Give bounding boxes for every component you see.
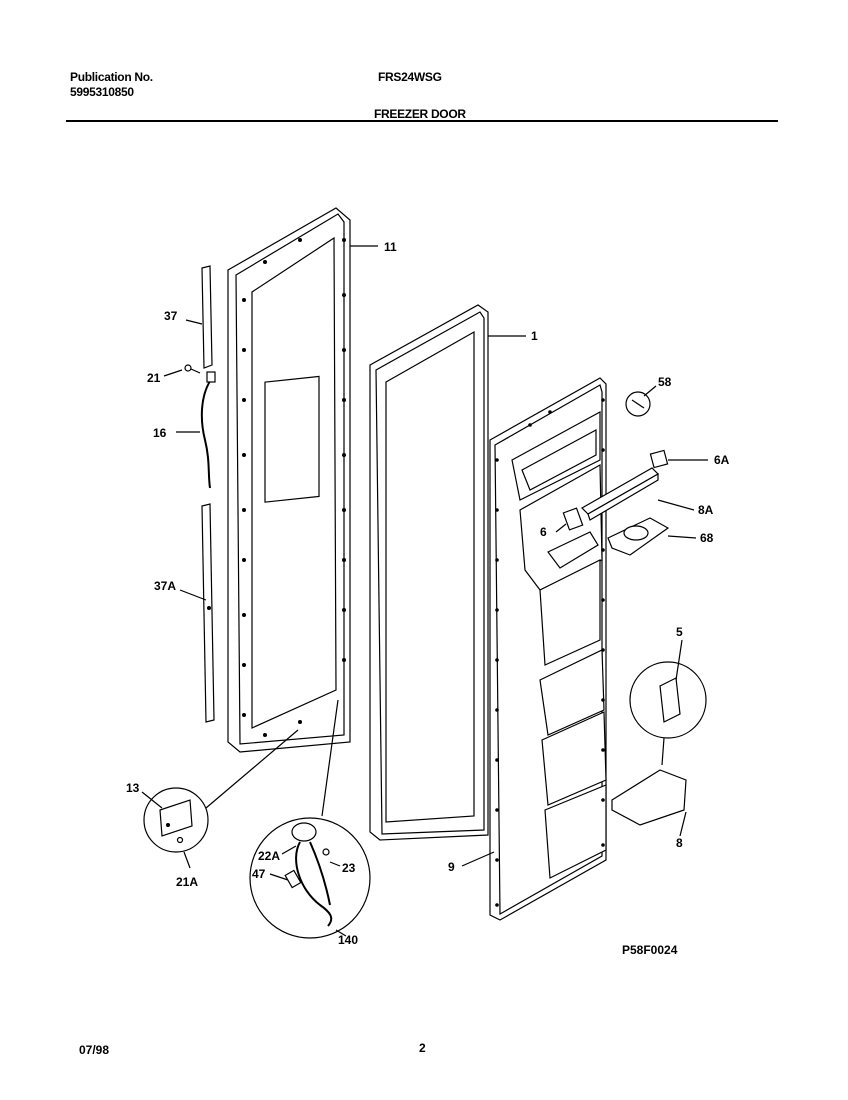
bar-8A: [581, 467, 659, 521]
detail-circle-wiring: [249, 699, 371, 939]
publication-label: Publication No.: [70, 70, 153, 84]
door-gasket: [369, 304, 489, 841]
footer-date: 07/98: [79, 1043, 109, 1057]
callout-8: 8: [676, 836, 683, 850]
callout-37A: 37A: [154, 579, 176, 593]
callout-1: 1: [531, 329, 538, 343]
detail-circle-bracket: [611, 661, 707, 826]
switch-68: [607, 517, 670, 556]
detail-circle-hinge: [143, 729, 299, 853]
trim-strip-37: [201, 265, 213, 369]
wire-harness-16: [200, 371, 216, 489]
callout-11: 11: [384, 240, 397, 254]
callout-5: 5: [676, 625, 683, 639]
header-rule: [66, 120, 778, 122]
callout-22A: 22A: [258, 849, 280, 863]
clip-6A: [649, 449, 669, 469]
callout-21: 21: [147, 371, 161, 385]
callout-21A: 21A: [176, 875, 198, 889]
publication-number: 5995310850: [70, 85, 134, 99]
callout-23: 23: [342, 861, 356, 875]
actuator-6: [562, 507, 584, 531]
callout-6A: 6A: [714, 453, 730, 467]
callout-16: 16: [153, 426, 167, 440]
inner-door-liner: [489, 377, 607, 921]
callout-140: 140: [338, 933, 358, 947]
callout-37: 37: [164, 309, 178, 323]
model-number: FRS24WSG: [378, 70, 442, 84]
callout-labels: 11 37 21 16 37A 1 58 6A 8A 6 68 5 8 9 13…: [126, 240, 730, 947]
page-number: 2: [419, 1041, 426, 1055]
callout-58: 58: [658, 375, 672, 389]
screw-21: [184, 364, 201, 374]
callout-8A: 8A: [698, 503, 714, 517]
figure-code: P58F0024: [622, 943, 678, 957]
screw-58: [625, 391, 651, 417]
leader-lines: [141, 245, 708, 937]
callout-13: 13: [126, 781, 140, 795]
callout-9: 9: [448, 860, 455, 874]
trim-strip-37A: [201, 503, 215, 723]
outer-door-panel: [227, 207, 351, 753]
callout-6: 6: [540, 525, 547, 539]
callout-47: 47: [252, 867, 266, 881]
callout-68: 68: [700, 531, 714, 545]
section-title: FREEZER DOOR: [374, 107, 466, 121]
